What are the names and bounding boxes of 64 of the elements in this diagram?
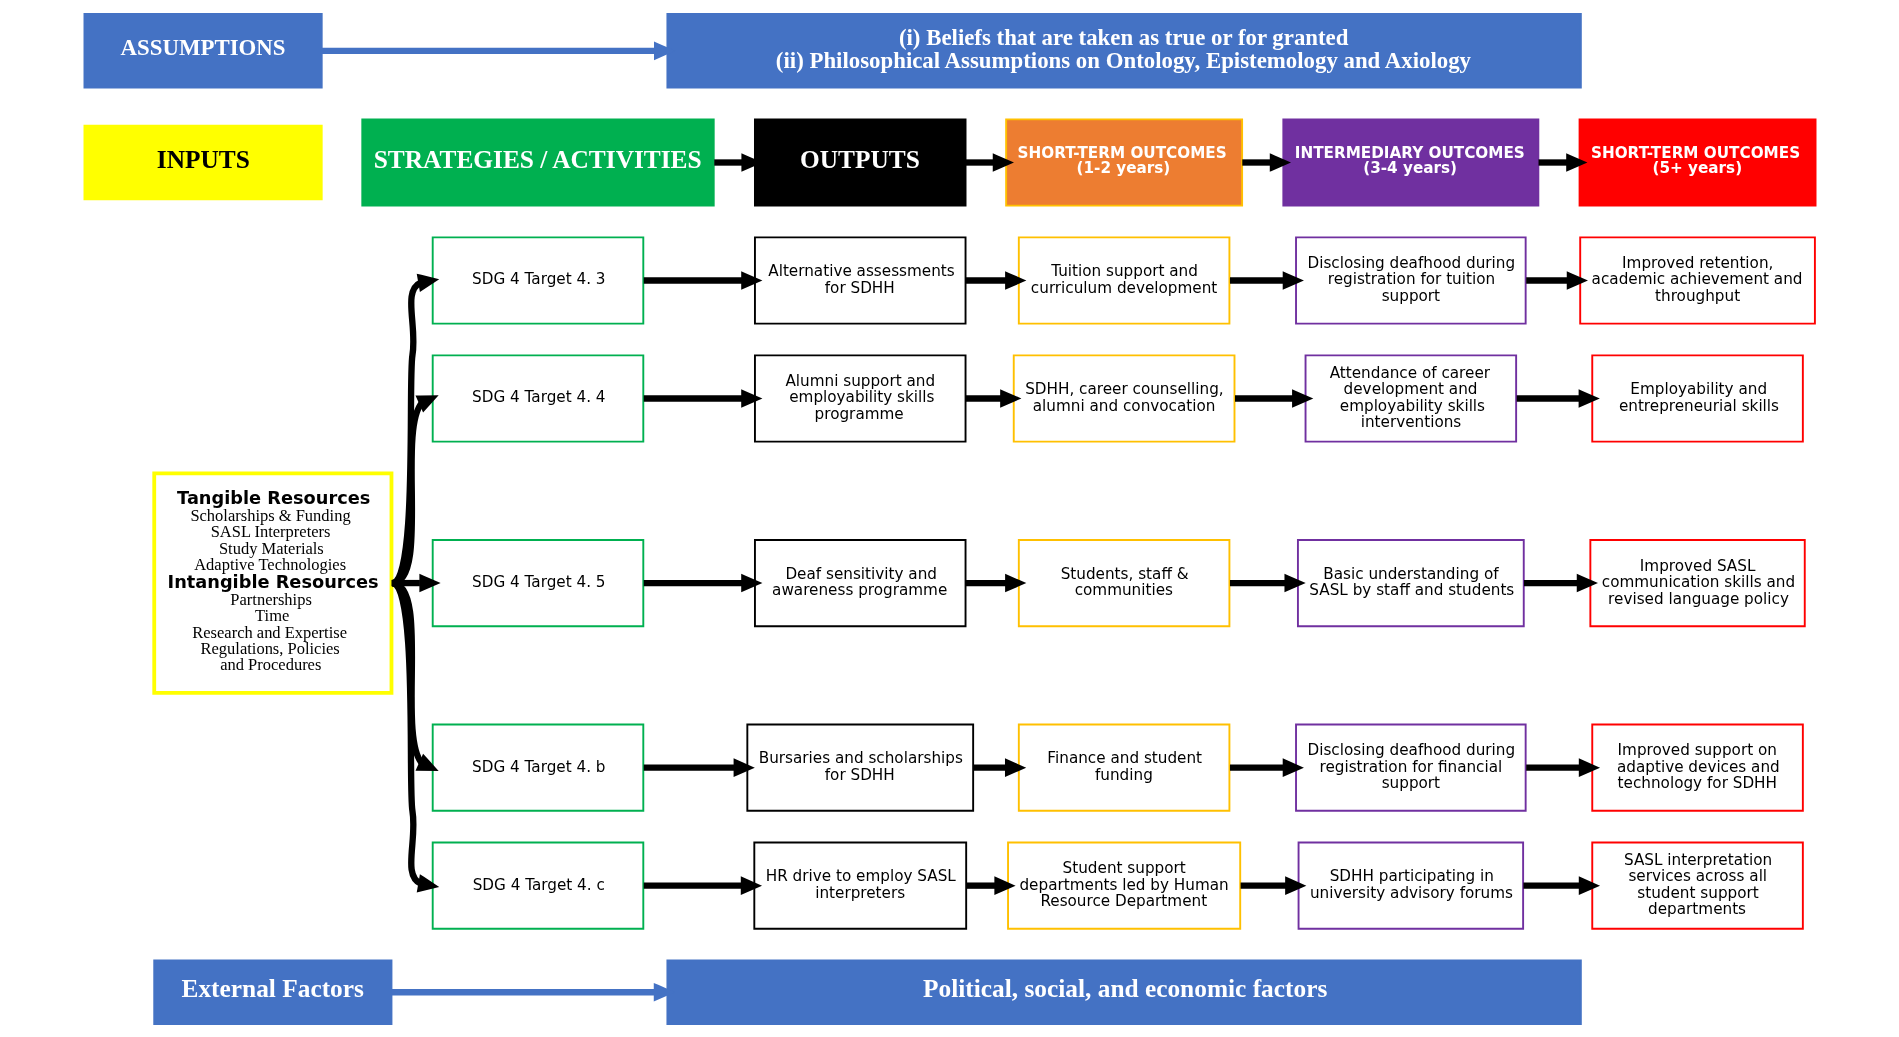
node-box: Tangible Resources Scholarships & Funding SASL Interpreters Study Materials Adaptive Technologies Intangible Resources Partnerships Time Research and Expertise Regulations, Policies and Procedures (151, 470, 393, 695)
arrow (1241, 152, 1291, 172)
node-box: STRATEGIES / ACTIVITIES (360, 117, 715, 207)
node-box: ASSUMPTIONS (83, 12, 323, 89)
node-box: Improved retention, academic achievement and throughput (1578, 235, 1816, 325)
arrow (1523, 573, 1598, 592)
node-box: OUTPUTS (753, 117, 966, 207)
arrow (1522, 875, 1600, 895)
node-box: SDHH participating in university advisory forums (1297, 841, 1524, 930)
node-box: Attendance of career development and employability skills interventions (1304, 353, 1517, 443)
node-box: SHORT-TERM OUTCOMES (5+ years) (1578, 117, 1816, 207)
arrow (643, 573, 762, 592)
node-box: Students, staff & communities (1017, 538, 1230, 627)
arrow (1240, 875, 1306, 895)
node-box: SDG 4 Target 4. 3 (431, 235, 644, 325)
arrow (973, 757, 1026, 777)
node-box: Student support departments led by Human Resource Department (1006, 841, 1241, 930)
arrow (643, 270, 762, 290)
node-box: HR drive to employ SASL interpreters (752, 841, 967, 930)
node-box: INTERMEDIARY OUTCOMES (3-4 years) (1281, 117, 1539, 207)
node-box: Improved SASL communication skills and revised language policy (1588, 538, 1806, 627)
arrow (965, 270, 1026, 290)
node-box: Disclosing deafhood during registration for financial support (1294, 723, 1527, 812)
node-box: Employability and entrepreneurial skills (1590, 353, 1804, 443)
arrow (1229, 573, 1306, 592)
arrow (390, 394, 439, 586)
arrow (643, 757, 755, 777)
node-box: (i) Beliefs that are taken as true or for granted (ii) Philosophical Assumptions on Ontology, Epistemology and Axiology (665, 12, 1582, 89)
node-box: Disclosing deafhood during registration for tuition support (1294, 235, 1527, 325)
node-box: Finance and student funding (1017, 723, 1230, 812)
node-box: SDG 4 Target 4. b (431, 723, 644, 812)
arrow (390, 579, 439, 771)
arrow (1525, 270, 1588, 290)
node-box: Alumni support and employability skills programme (753, 353, 966, 443)
arrow (1525, 757, 1600, 777)
arrow (965, 152, 1014, 172)
arrow (389, 273, 439, 586)
node-box: SDG 4 Target 4. 5 (431, 538, 644, 627)
node-box: SDG 4 Target 4. 4 (431, 353, 644, 443)
node-box: Political, social, and economic factors (665, 959, 1582, 1025)
node-box: Improved support on adaptive devices and technology for SDHH (1590, 723, 1804, 812)
node-box: External Factors (152, 959, 392, 1025)
node-box: Alternative assessments for SDHH (753, 235, 966, 325)
node-box: Bursaries and scholarships for SDHH (745, 723, 974, 812)
arrow (390, 573, 441, 592)
arrow (1234, 388, 1313, 408)
node-box: SDHH, career counselling, alumni and convocation (1012, 353, 1235, 443)
arrow (965, 388, 1021, 408)
node-box: SDG 4 Target 4. c (431, 841, 644, 930)
node-box: Tuition support and curriculum development (1017, 235, 1230, 325)
node-box: SASL interpretation services across all student support departments (1590, 841, 1804, 930)
arrow (1229, 757, 1304, 777)
arrow (389, 580, 439, 892)
arrow (965, 573, 1026, 592)
node-box: SHORT-TERM OUTCOMES (1-2 years) (1004, 117, 1243, 207)
arrow (1538, 152, 1587, 172)
arrow (1516, 388, 1600, 408)
arrow (643, 388, 762, 408)
arrow (643, 875, 762, 895)
arrow (1229, 270, 1304, 290)
node-box: INPUTS (83, 124, 323, 200)
arrow (965, 875, 1016, 895)
node-box: Basic understanding of SASL by staff and students (1296, 538, 1525, 627)
node-box: Deaf sensitivity and awareness programme (753, 538, 966, 627)
